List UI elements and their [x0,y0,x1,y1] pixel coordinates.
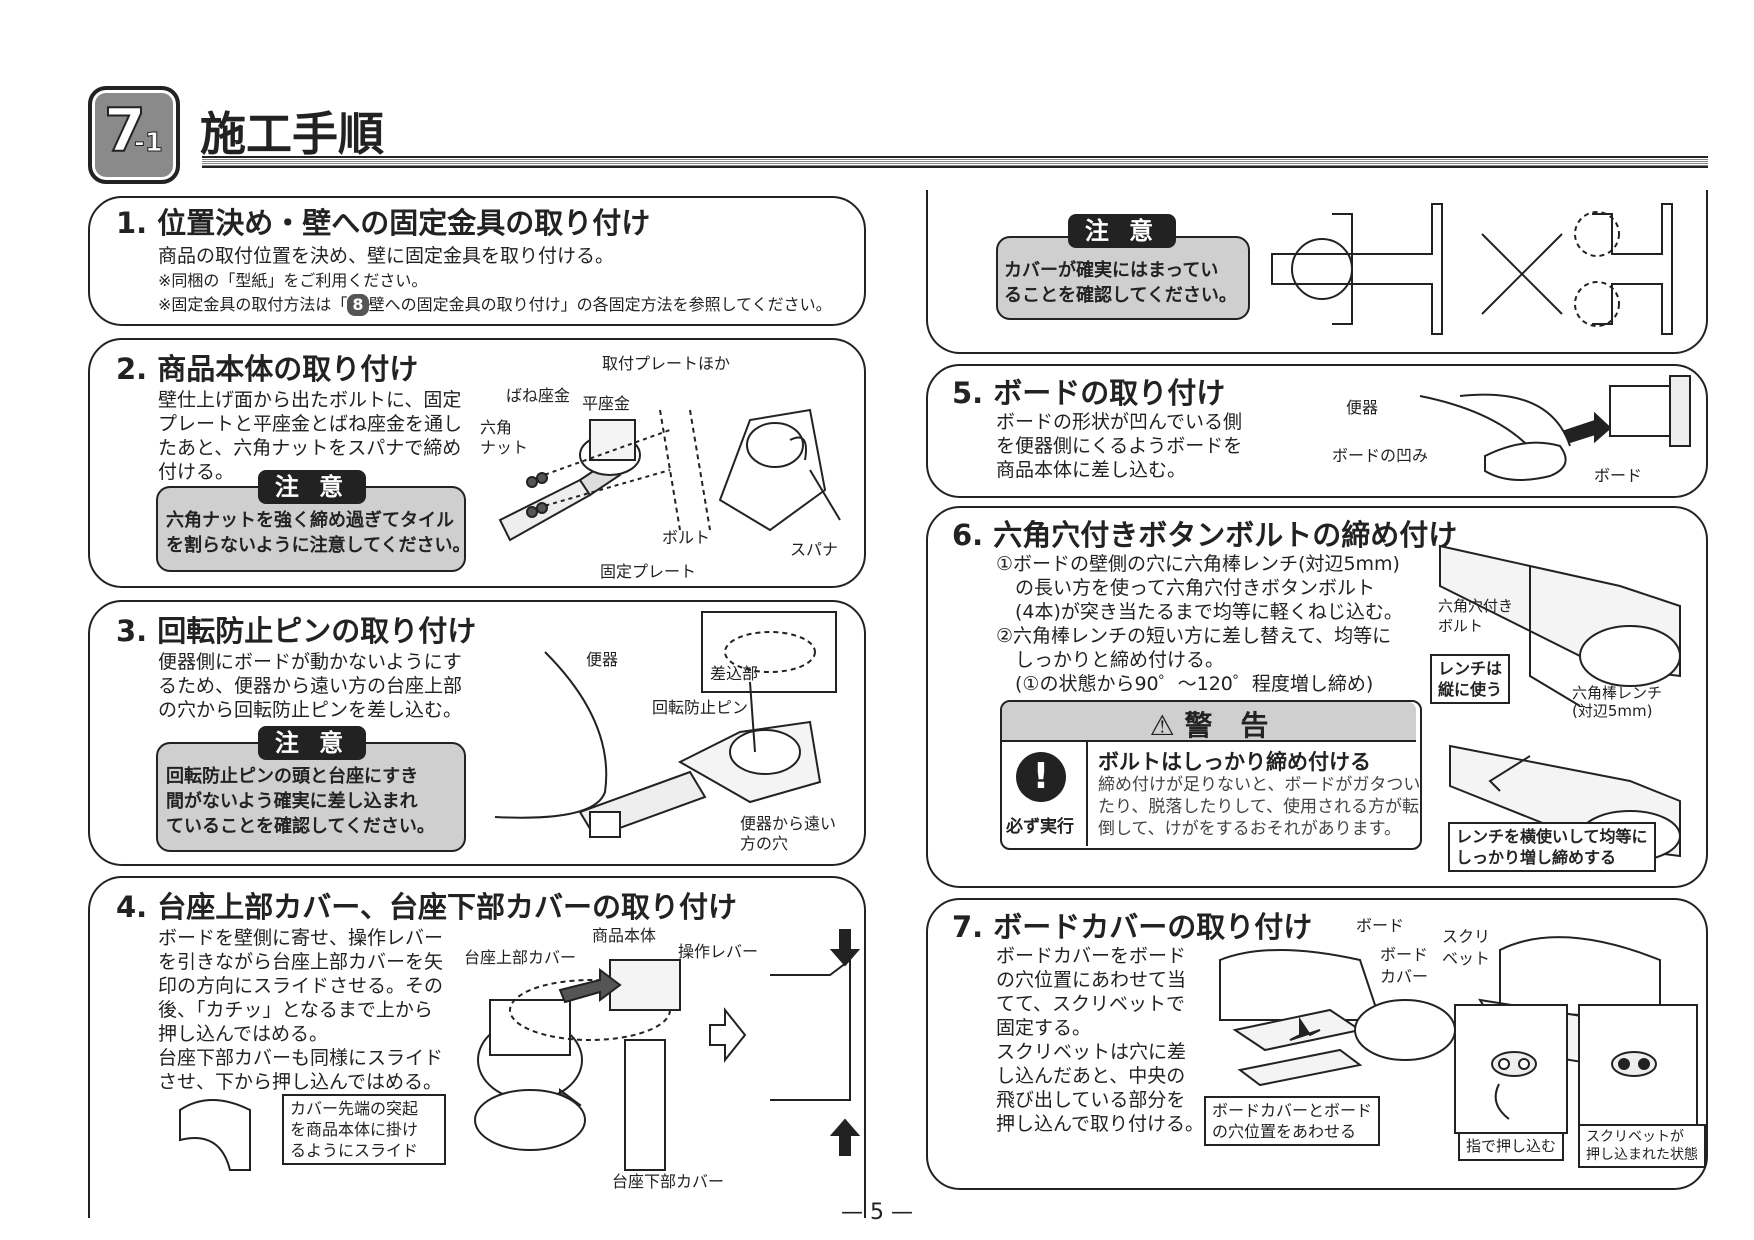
step6-warning-header [1002,702,1416,742]
step5-label-recess: ボードの凹み [1332,446,1429,465]
step6-label-hex-wrench: 六角棒レンチ (対辺5mm) [1572,684,1663,720]
step3-label-toilet: 便器 [586,650,619,669]
step4b-fit-illustration [1271,203,1673,335]
step3-label-far-hole: 便器から遠い 方の穴 [740,814,837,853]
step2-caution-text: 六角ナットを強く締め過ぎてタイル を割らないように注意してください。 [166,510,471,556]
step6-title: 6. 六角穴付きボタンボルトの締め付け [952,518,1458,552]
step2-label-plate: 取付プレートほか [602,354,731,373]
step4-label-lever: 操作レバー [678,942,759,961]
step3-label-insert: 差込部 [710,664,759,683]
chapter-number: 7 [103,95,147,167]
step6-label-hex-bolt: 六角穴付き ボルト [1438,597,1514,635]
step7-scrivet-details [1491,1051,1657,1120]
step2-label-hex-nut: 六角 ナット [480,418,529,457]
step7-callout-align: ボードカバーとボード の穴位置をあわせる [1204,1096,1381,1146]
must-do-icon: ! [1016,752,1066,802]
step6-warning-body: 締め付けが足りないと、ボードがガタつい たり、脱落したりして、使用される方が転 … [1098,775,1421,839]
step6-callout-horizontal: レンチを横使いして均等に しっかり増し締めする [1448,822,1656,872]
step5-text: ボードの形状が凹んでいる側 を便器側にくるようボードを 商品本体に差し込む。 [996,411,1243,481]
step5-title: 5. ボードの取り付け [952,376,1226,410]
step2-title: 2. 商品本体の取り付け [116,352,419,386]
step4-label-body: 商品本体 [592,926,657,945]
step2-text: 壁仕上げ面から出たボルトに、固定 プレートと平座金とばね座金を通し たあと、六角… [158,389,463,483]
step7-callout-pushed: スクリベットが 押し込まれた状態 [1578,1124,1706,1168]
step6-text: ①ボードの壁側の穴に六角棒レンチ(対辺5mm) の長い方を使って六角穴付きボタン… [996,553,1403,695]
step4b-caution-text: カバーが確実にはまってい ることを確認してください。 [1004,260,1237,306]
step2-label-fixed-plate: 固定プレート [600,562,697,581]
step1-box [88,196,866,326]
step6-must-do: 必ず実行 [1006,817,1074,837]
step6-warning-title: ⚠ 警 告 [1149,709,1269,742]
step4-cover-illustration [474,929,861,1171]
step3-text: 便器側にボードが動かないようにす るため、便器から遠い方の台座上部 の穴から回転… [158,651,463,721]
title-rule [202,156,1708,168]
step7-label-board: ボード [1356,916,1405,935]
step4b-caution-tag: 注 意 [1068,214,1176,248]
step2-bracket-illustration [498,408,841,542]
step7-text: ボードカバーをボード の穴位置にあわせて当 てて、スクリベットで 固定する。 ス… [996,945,1205,1135]
step2-label-flat-washer: 平座金 [582,394,631,413]
step2-label-bolt: ボルト [662,528,711,547]
step4-label-upper-cover: 台座上部カバー [464,948,577,967]
step2-label-spanner: スパナ [790,540,839,559]
step5-label-toilet: 便器 [1346,398,1379,417]
step4-label-lower-cover: 台座下部カバー [612,1172,725,1191]
step3-pin-illustration [494,611,837,839]
step1-title: 1. 位置決め・壁への固定金具の取り付け [116,206,651,240]
page-title: 施工手順 [200,107,384,161]
step3-caution-text: 回転防止ピンの頭と台座にすき 間がないよう確実に差し込まれ ていることを確認して… [166,766,435,837]
step5-board-illustration [1419,375,1691,481]
step4-title: 4. 台座上部カバー、台座下部カバーの取り付け [116,890,738,924]
section-ref-badge: 8 [347,294,369,316]
page-number: — 5 — [841,1200,913,1225]
step4-callout: カバー先端の突起 を商品本体に掛け るようにスライド [282,1094,446,1165]
step7-callout-push: 指で押し込む [1458,1132,1565,1161]
step6-callout-vertical: レンチは 縦に使う [1430,654,1511,704]
step1-text: 商品の取付位置を決め、壁に固定金具を取り付ける。 [158,245,615,267]
step4-cover-tip-illustration [179,1099,251,1171]
chapter-subnumber: -1 [134,128,164,159]
step7-label-scrivet: スクリ ベット [1442,927,1491,968]
step1-note2-pre: ※固定金具の取付方法は「 [158,295,348,314]
step5-label-board: ボード [1594,466,1643,485]
step3-title: 3. 回転防止ピンの取り付け [116,614,477,648]
step3-label-pin: 回転防止ピン [652,698,749,717]
step6-warning-divider [1086,740,1088,846]
step3-caution-tag: 注 意 [258,726,366,760]
step2-caution-tag: 注 意 [258,470,366,504]
step4-text: ボードを壁側に寄せ、操作レバー を引きながら台座上部カバーを矢 印の方向にスライ… [158,927,444,1093]
step1-note1: ※同梱の「型紙」をご利用ください。 [158,271,428,290]
step1-note2-post: 壁への固定金具の取り付け」の各固定方法を参照してください。 [368,295,832,314]
step7-label-board-cover: ボード カバー [1380,945,1429,986]
step2-label-spring-washer: ばね座金 [506,386,571,405]
chapter-badge [88,86,180,184]
step6-warning-head: ボルトはしっかり締め付ける [1098,750,1371,774]
step7-title: 7. ボードカバーの取り付け [952,910,1313,944]
